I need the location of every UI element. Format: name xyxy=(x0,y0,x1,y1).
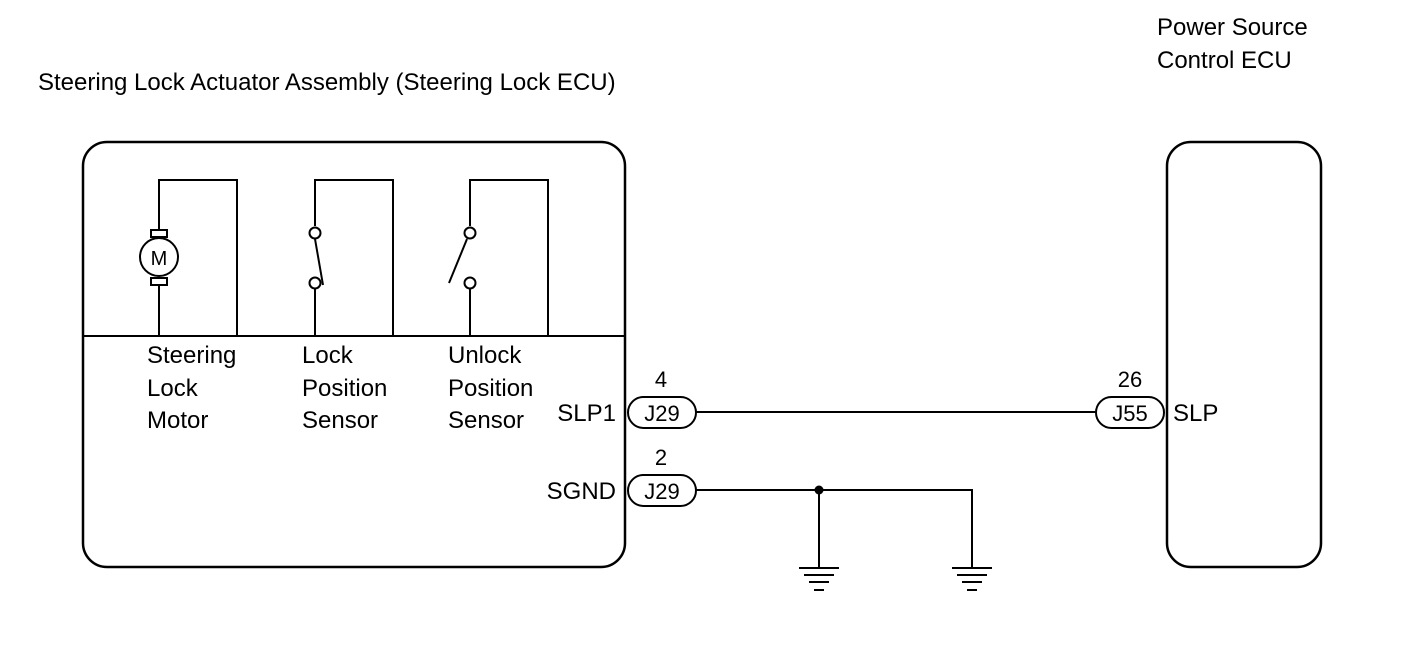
motor-circuit: M xyxy=(139,179,238,336)
motor-symbol: M xyxy=(151,248,168,270)
switch-icon xyxy=(448,226,477,290)
slp-connector-label: J55 xyxy=(1112,401,1147,426)
ground-icon xyxy=(952,567,992,591)
unlock-sensor-label-line-3: Sensor xyxy=(448,407,524,434)
splice-point xyxy=(814,485,824,495)
slp1-connector-label: J29 xyxy=(644,401,679,426)
unlock-sensor-label-line-1: Unlock xyxy=(448,342,522,369)
slp-pin-number: 26 xyxy=(1118,367,1142,392)
slp-terminal-name: SLP xyxy=(1173,400,1218,427)
motor-icon: M xyxy=(139,229,179,286)
unlock-sensor-label-line-2: Position xyxy=(448,375,533,402)
steering-lock-assembly-title: Steering Lock Actuator Assembly (Steerin… xyxy=(38,69,616,96)
slp1-pin-number: 4 xyxy=(655,367,667,392)
sgnd-terminal-name: SGND xyxy=(547,478,616,505)
slp-connector xyxy=(1095,396,1165,429)
motor-label-line-3: Motor xyxy=(147,407,208,434)
power-ecu-title-line-1: Power Source xyxy=(1157,14,1308,41)
motor-label-line-2: Lock xyxy=(147,375,199,402)
slp1-terminal-name: SLP1 xyxy=(557,400,616,427)
switch-icon xyxy=(308,226,324,290)
lock-sensor-label-line-3: Sensor xyxy=(302,407,378,434)
sgnd-wire xyxy=(696,489,973,568)
lock-position-switch xyxy=(308,179,394,336)
steering-lock-assembly-box xyxy=(81,140,627,569)
sgnd-connector-label: J29 xyxy=(644,479,679,504)
ground-icon xyxy=(799,567,839,591)
power-ecu-box xyxy=(1165,140,1323,569)
motor-label-line-1: Steering xyxy=(147,342,236,369)
power-ecu-title-line-2: Control ECU xyxy=(1157,47,1292,74)
lock-sensor-label-line-2: Position xyxy=(302,375,387,402)
sgnd-pin-number: 2 xyxy=(655,445,667,470)
unlock-position-switch xyxy=(448,179,549,336)
lock-sensor-label-line-1: Lock xyxy=(302,342,354,369)
